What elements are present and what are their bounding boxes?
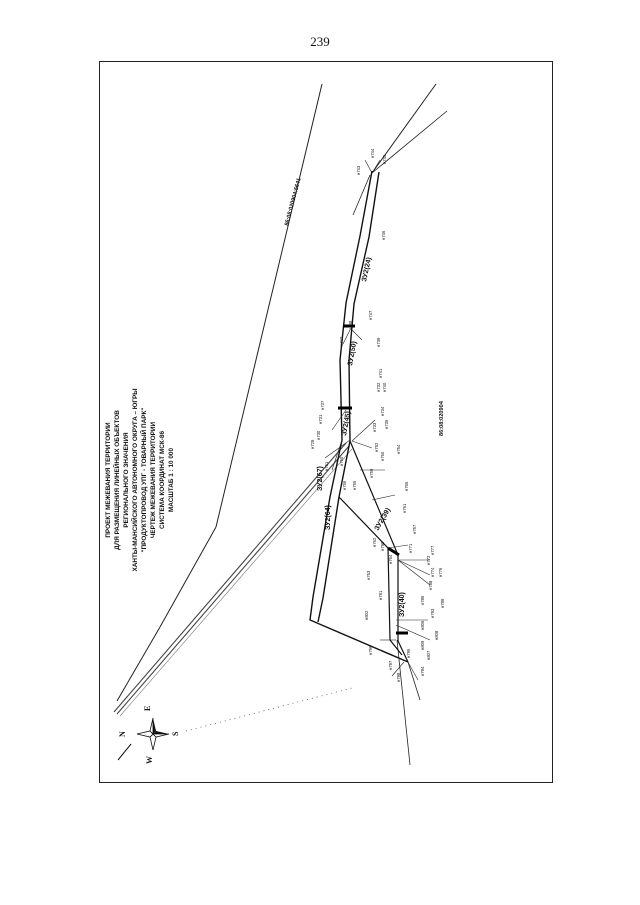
- title-line-1: ПРОЕКТ МЕЖЕВАНИЯ ТЕРРИТОРИИ: [105, 422, 112, 538]
- point-label: н765: [404, 481, 409, 491]
- point-label: н729: [310, 439, 315, 449]
- zone-label: ЗУ2(40): [399, 592, 406, 617]
- point-label: н762: [372, 537, 377, 547]
- point-label: н764: [388, 554, 393, 564]
- title-block: ПРОЕКТ МЕЖЕВАНИЯ ТЕРРИТОРИИ ДЛЯ РАЗМЕЩЕН…: [105, 388, 175, 571]
- boundary-line-upper-end: [116, 626, 161, 702]
- point-label: н731: [318, 414, 323, 424]
- point-label: н794: [420, 666, 425, 676]
- point-label: н743: [356, 165, 361, 175]
- point-label: н797: [388, 660, 393, 670]
- point-label: н733: [372, 422, 377, 432]
- zone-label: ЗУ2(67): [317, 466, 324, 491]
- point-label: н788: [428, 580, 433, 590]
- zone-label: ЗУ2(64): [325, 505, 332, 530]
- point-label: н806: [420, 620, 425, 630]
- north-arrow-line: [117, 743, 132, 761]
- compass-e: E: [143, 706, 152, 711]
- point-label: н771: [408, 543, 413, 553]
- compass-rose: [136, 717, 170, 751]
- title-line-3: РЕГИОНАЛЬНОГО ЗНАЧЕНИЯ: [123, 432, 130, 528]
- point-label: н759: [369, 468, 374, 478]
- point-label: н777: [430, 545, 435, 555]
- point-label: н745: [382, 154, 387, 164]
- point-label: н735: [384, 419, 389, 429]
- point-label: н807: [426, 650, 431, 660]
- point-label: н746: [381, 230, 386, 240]
- point-label: н730: [316, 430, 321, 440]
- point-label: н757: [412, 524, 417, 534]
- point-label: н741: [378, 368, 383, 378]
- point-label: н808: [434, 630, 439, 640]
- point-label: н756: [342, 480, 347, 490]
- compass-s: S: [171, 731, 180, 736]
- page-number: 239: [310, 34, 330, 49]
- title-line-8: МАСШТАБ 1 : 10 000: [168, 448, 175, 513]
- point-label: н744: [370, 148, 375, 158]
- point-label: н798: [396, 672, 401, 682]
- point-label: н781: [378, 590, 383, 600]
- point-label: н772: [426, 555, 431, 565]
- zone-label: ЗУ2(24): [361, 257, 373, 283]
- point-label: н747: [368, 310, 373, 320]
- point-label: н763: [366, 570, 371, 580]
- compass-w: W: [145, 756, 154, 764]
- title-line-2: ДЛЯ РАЗМЕЩЕНИЯ ЛИНЕЙНЫХ ОБЪЕКТОВ: [112, 410, 121, 550]
- point-label: н755: [352, 480, 357, 490]
- point-labels: н743 н744 н745 н746 н747 н738 н742 н739 …: [310, 148, 445, 682]
- point-label: н738: [348, 320, 353, 330]
- point-label: н750: [339, 456, 344, 466]
- point-label: н796: [368, 645, 373, 655]
- point-label: н751: [324, 461, 329, 471]
- point-label: н752: [374, 442, 379, 452]
- title-line-5: "ПРОДУКТОПРОВОД УПГ - ТОВАРНЫЙ ПАРК": [139, 408, 148, 553]
- point-label: н737: [320, 400, 325, 410]
- boundary-line-upper-tail: [159, 526, 217, 628]
- road-line-short: [352, 174, 371, 216]
- leader-lines: [324, 159, 431, 681]
- point-label: н742: [339, 336, 344, 346]
- point-label: н795: [406, 648, 411, 658]
- zone-label: ЗУ2(50): [347, 341, 358, 367]
- road-line-upper: [371, 83, 437, 174]
- cadastral-label-upper: 86:08:020904:5641: [284, 177, 303, 226]
- cadastral-label-lower: 86:08:020904: [439, 400, 445, 436]
- zone-label: ЗУ2(45): [341, 411, 352, 437]
- point-label: н754: [396, 444, 401, 454]
- point-label: н774: [430, 567, 435, 577]
- title-line-7: СИСТЕМА КООРДИНАТ МСК-86: [159, 431, 166, 530]
- point-label: н789: [440, 598, 445, 608]
- point-label: н793: [430, 608, 435, 618]
- point-label: н761: [402, 503, 407, 513]
- point-label: н740: [382, 382, 387, 392]
- title-line-4: ХАНТЫ-МАНСИЙСКОГО АВТОНОМНОГО ОКРУГА – Ю…: [130, 388, 139, 571]
- point-label: н734: [380, 406, 385, 416]
- point-label: н790: [380, 541, 385, 551]
- point-label: н776: [438, 567, 443, 577]
- hatched-strip: [113, 442, 353, 717]
- point-label: н760: [380, 451, 385, 461]
- drawing-frame: [99, 61, 553, 783]
- point-label: н809: [420, 640, 425, 650]
- compass-n: N: [118, 731, 127, 737]
- point-label: н786: [420, 595, 425, 605]
- title-line-6: ЧЕРТЕЖ МЕЖЕВАНИЯ ТЕРРИТОРИИ: [150, 421, 157, 538]
- point-label: н802: [364, 610, 369, 620]
- zone-label: ЗУ2(39): [374, 507, 392, 532]
- dotted-line: [185, 687, 353, 732]
- road-line-branch: [371, 110, 448, 174]
- point-label: н739: [376, 337, 381, 347]
- corridor-band: [309, 170, 421, 766]
- point-label: н732: [376, 382, 381, 392]
- segment-marker-3: [387, 546, 400, 557]
- boundary-line-upper: [215, 83, 323, 528]
